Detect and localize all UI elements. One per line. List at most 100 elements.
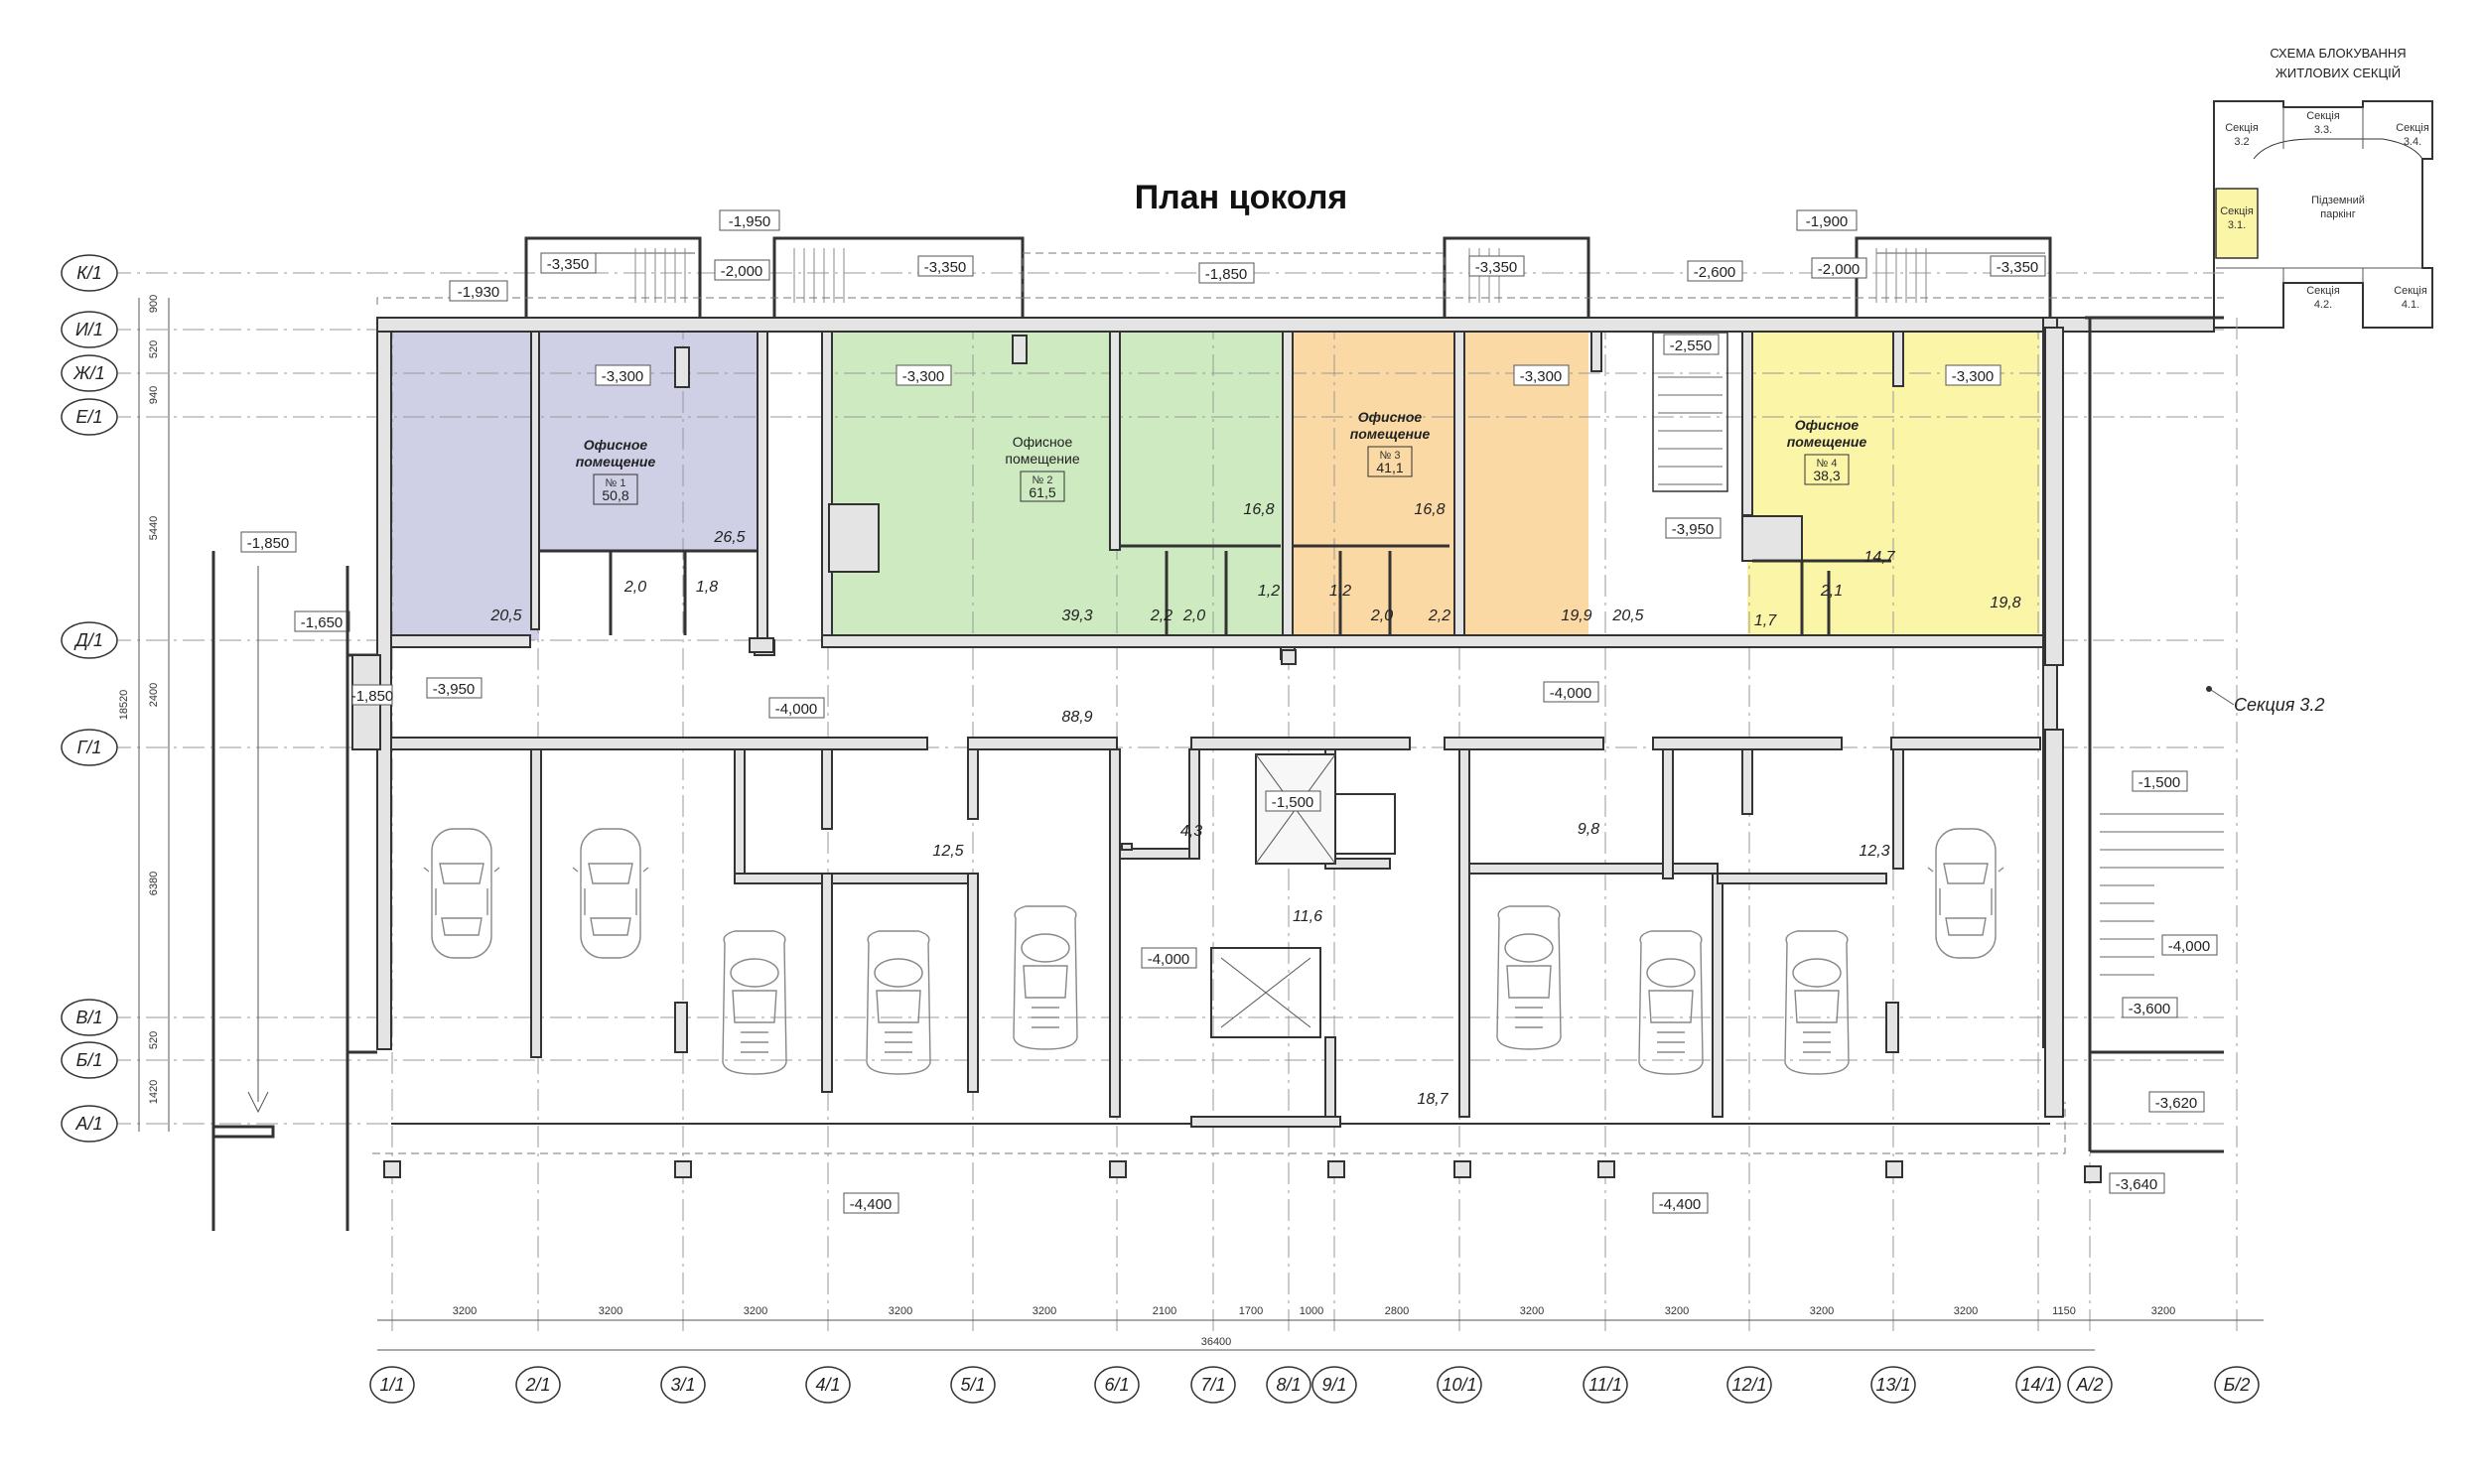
vdim: 900 [148, 295, 160, 313]
level-mark: -2,000 [721, 263, 763, 280]
hdim: 1700 [1239, 1305, 1263, 1317]
room-area: 16,8 [1243, 501, 1274, 518]
plan-title: План цоколя [1135, 179, 1348, 216]
office-3-area: 41,1 [1376, 460, 1403, 475]
office-1-label-2: помещение [576, 454, 656, 470]
office-3-label-1: Офисное [1358, 409, 1423, 425]
key-section-sub-4: 3.1. [2228, 219, 2246, 231]
key-section-label-1: Секція [2225, 122, 2259, 134]
room-area: 18,7 [1417, 1091, 1448, 1108]
key-section-label-6: Секція [2394, 285, 2427, 297]
room-area: 12,5 [932, 843, 963, 860]
vdim: 520 [148, 1031, 160, 1049]
level-mark: -3,300 [1520, 368, 1563, 385]
level-mark: -3,350 [547, 256, 590, 273]
office-3-label-2: помещение [1350, 426, 1431, 442]
office-1-area: 50,8 [602, 487, 628, 503]
level-mark: -2,000 [1818, 261, 1861, 278]
horizontal-dimensions: 3200 3200 3200 3200 3200 2100 1700 1000 … [377, 1305, 2264, 1351]
room-area: 2,0 [623, 579, 646, 596]
room-area: 19,9 [1561, 607, 1591, 624]
key-plan: СХЕМА БЛОКУВАННЯ ЖИТЛОВИХ СЕКЦІЙ Секція … [2213, 46, 2433, 329]
office-2-label-2: помещение [1005, 451, 1079, 467]
room-areas: 20,5 26,5 2,0 1,8 39,3 16,8 2,2 2,0 1,2 … [489, 501, 2020, 1108]
room-area: 16,8 [1414, 501, 1445, 518]
office-1-label: Офисное помещение № 1 50,8 [576, 437, 656, 505]
room-area: 1,7 [1754, 612, 1777, 629]
room-area: 1,8 [696, 579, 718, 596]
axis-label: 7/1 [1200, 1375, 1225, 1395]
room-area: 1,2 [1258, 583, 1280, 600]
level-mark: -1,850 [247, 535, 290, 552]
key-parking-label-2: паркінг [2320, 208, 2356, 220]
axis-label: А/1 [74, 1114, 102, 1134]
level-mark: -3,350 [1997, 259, 2039, 276]
level-mark: -3,950 [1672, 521, 1715, 538]
room-area: 20,5 [489, 607, 521, 624]
level-mark: -3,600 [2129, 1001, 2171, 1017]
level-mark: -4,000 [2168, 938, 2211, 955]
axis-label: 11/1 [1588, 1375, 1622, 1395]
hdim: 2800 [1385, 1305, 1409, 1317]
vdim: 2400 [148, 683, 160, 707]
vertical-axis-markers: К/1 И/1 Ж/1 Е/1 Д/1 Г/1 В/1 Б/1 А/1 [61, 254, 118, 1143]
room-area: 4,3 [1180, 823, 1202, 840]
room-area: 1,2 [1329, 583, 1351, 600]
office-2-area: 61,5 [1029, 484, 1055, 500]
hdim-total: 36400 [1201, 1336, 1232, 1348]
level-mark: -1,950 [729, 213, 771, 230]
key-section-label-3: Секція [2396, 122, 2429, 134]
office-3-number: № 3 [1380, 450, 1401, 462]
room-area: 2,0 [1182, 607, 1205, 624]
key-section-label-5: Секція [2306, 285, 2340, 297]
axis-label: 3/1 [670, 1375, 695, 1395]
interior-walls [351, 327, 2224, 1128]
office-2-label-1: Офисное [1013, 434, 1073, 450]
office-1-label-1: Офисное [584, 437, 648, 453]
room-area: 14,7 [1863, 549, 1895, 566]
axis-label: 14/1 [2020, 1375, 2055, 1395]
hdim: 1150 [2052, 1305, 2076, 1317]
room-area: 9,8 [1578, 821, 1599, 838]
hdim: 3200 [889, 1305, 912, 1317]
hdim: 2100 [1153, 1305, 1176, 1317]
room-area: 2,1 [1820, 583, 1843, 600]
level-mark: -4,000 [775, 701, 818, 718]
level-mark: -3,620 [2155, 1095, 2198, 1112]
axis-label: 13/1 [1875, 1375, 1910, 1395]
room-area: 11,6 [1293, 908, 1322, 925]
office-2-label: Офисное помещение № 2 61,5 [1005, 434, 1080, 502]
level-mark: -4,400 [850, 1196, 893, 1213]
axis-label: 1/1 [379, 1375, 404, 1395]
key-plan-title-1: СХЕМА БЛОКУВАННЯ [2270, 46, 2406, 61]
vdim: 940 [148, 386, 160, 404]
axis-label: 2/1 [524, 1375, 550, 1395]
hdim: 1000 [1300, 1305, 1323, 1317]
level-mark: -3,640 [2116, 1176, 2158, 1193]
axis-label: 6/1 [1104, 1375, 1129, 1395]
axis-label: 9/1 [1321, 1375, 1346, 1395]
level-mark: -4,000 [1148, 951, 1190, 968]
axis-label: 5/1 [960, 1375, 985, 1395]
axis-label: Е/1 [75, 407, 102, 427]
office-4-label: Офисное помещение № 4 38,3 [1787, 417, 1866, 485]
level-mark: -3,300 [902, 368, 945, 385]
hdim: 3200 [1954, 1305, 1978, 1317]
axis-label: 4/1 [815, 1375, 840, 1395]
room-area: 2,2 [1150, 607, 1172, 624]
level-mark: -1,850 [351, 688, 394, 705]
axis-label: 10/1 [1442, 1375, 1476, 1395]
room-area: 39,3 [1061, 607, 1092, 624]
level-mark: -3,950 [433, 681, 476, 698]
level-mark: -3,300 [1952, 368, 1995, 385]
hdim: 3200 [1810, 1305, 1834, 1317]
axis-label: В/1 [75, 1008, 102, 1027]
key-section-sub-6: 4.1. [2402, 299, 2419, 311]
room-area: 19,8 [1990, 595, 2020, 611]
level-marks: -1,950 -1,900 -1,930 -3,350 -2,000 -3,35… [240, 209, 2218, 1214]
key-parking-label-1: Підземний [2311, 195, 2365, 206]
hdim: 3200 [2151, 1305, 2175, 1317]
room-area: 26,5 [713, 529, 745, 546]
hdim: 3200 [1665, 1305, 1689, 1317]
